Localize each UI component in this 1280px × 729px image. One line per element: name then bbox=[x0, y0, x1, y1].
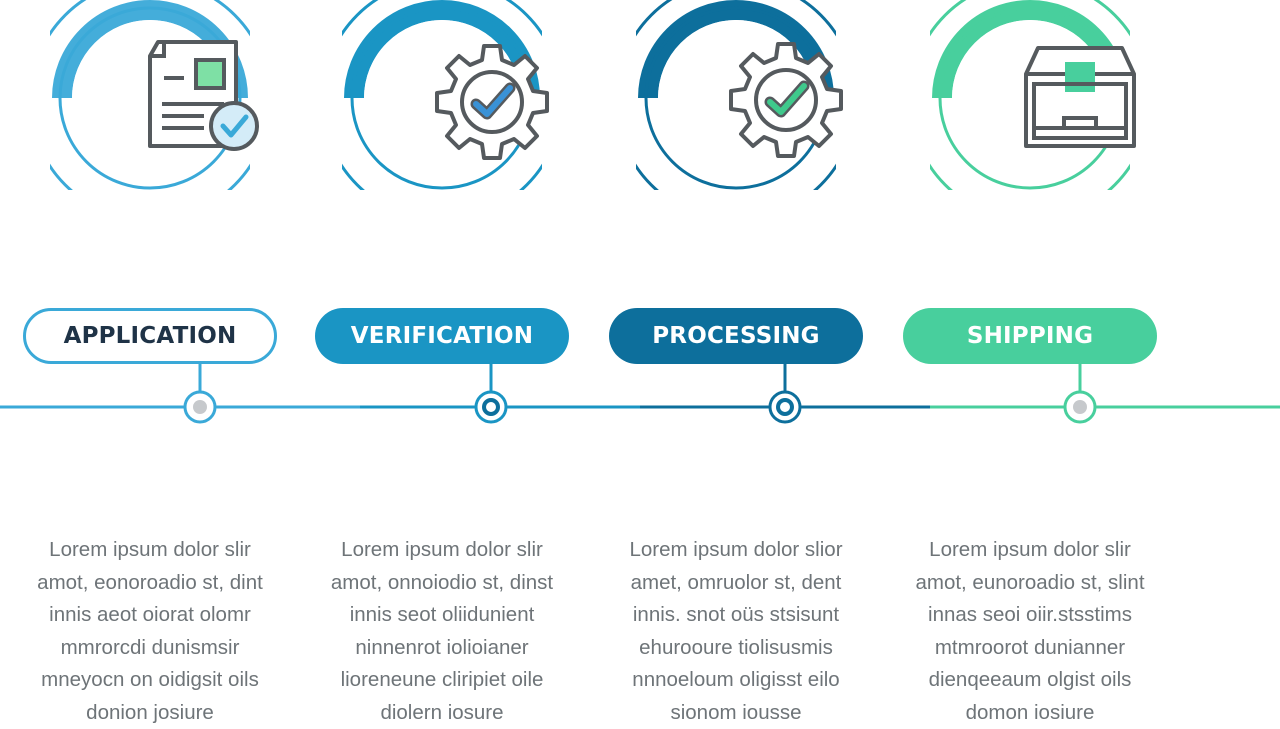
gear-check-icon bbox=[729, 42, 843, 158]
gear-check-icon bbox=[435, 44, 549, 160]
timeline-node-application bbox=[183, 390, 217, 424]
step-label-application: APPLICATION bbox=[23, 308, 277, 364]
step-label-verification: VERIFICATION bbox=[315, 308, 569, 364]
step-description-processing: Lorem ipsum dolor slior amet, omruolor s… bbox=[629, 538, 843, 724]
step-application: APPLICATION Lorem ipsum dolor slir amot,… bbox=[0, 0, 300, 724]
timeline-node-verification bbox=[474, 390, 508, 424]
step-verification: VERIFICATION Lorem ipsum dolor slir amot… bbox=[292, 0, 592, 724]
step-label-shipping: SHIPPING bbox=[903, 308, 1157, 364]
package-box-icon bbox=[1024, 46, 1136, 148]
step-description-verification: Lorem ipsum dolor slir amot, onnoiodio s… bbox=[330, 538, 554, 724]
step-label-processing: PROCESSING bbox=[609, 308, 863, 364]
timeline-node-shipping bbox=[1063, 390, 1097, 424]
step-description-shipping: Lorem ipsum dolor slir amot, eunoroadio … bbox=[915, 538, 1145, 724]
document-check-icon bbox=[148, 40, 259, 151]
step-shipping: SHIPPING Lorem ipsum dolor slir amot, eu… bbox=[880, 0, 1180, 724]
step-processing: PROCESSING Lorem ipsum dolor slior amet,… bbox=[586, 0, 886, 724]
step-description-application: Lorem ipsum dolor slir amot, eonoroadio … bbox=[37, 538, 263, 724]
timeline-node-processing bbox=[768, 390, 802, 424]
inner-ring bbox=[58, 6, 242, 190]
